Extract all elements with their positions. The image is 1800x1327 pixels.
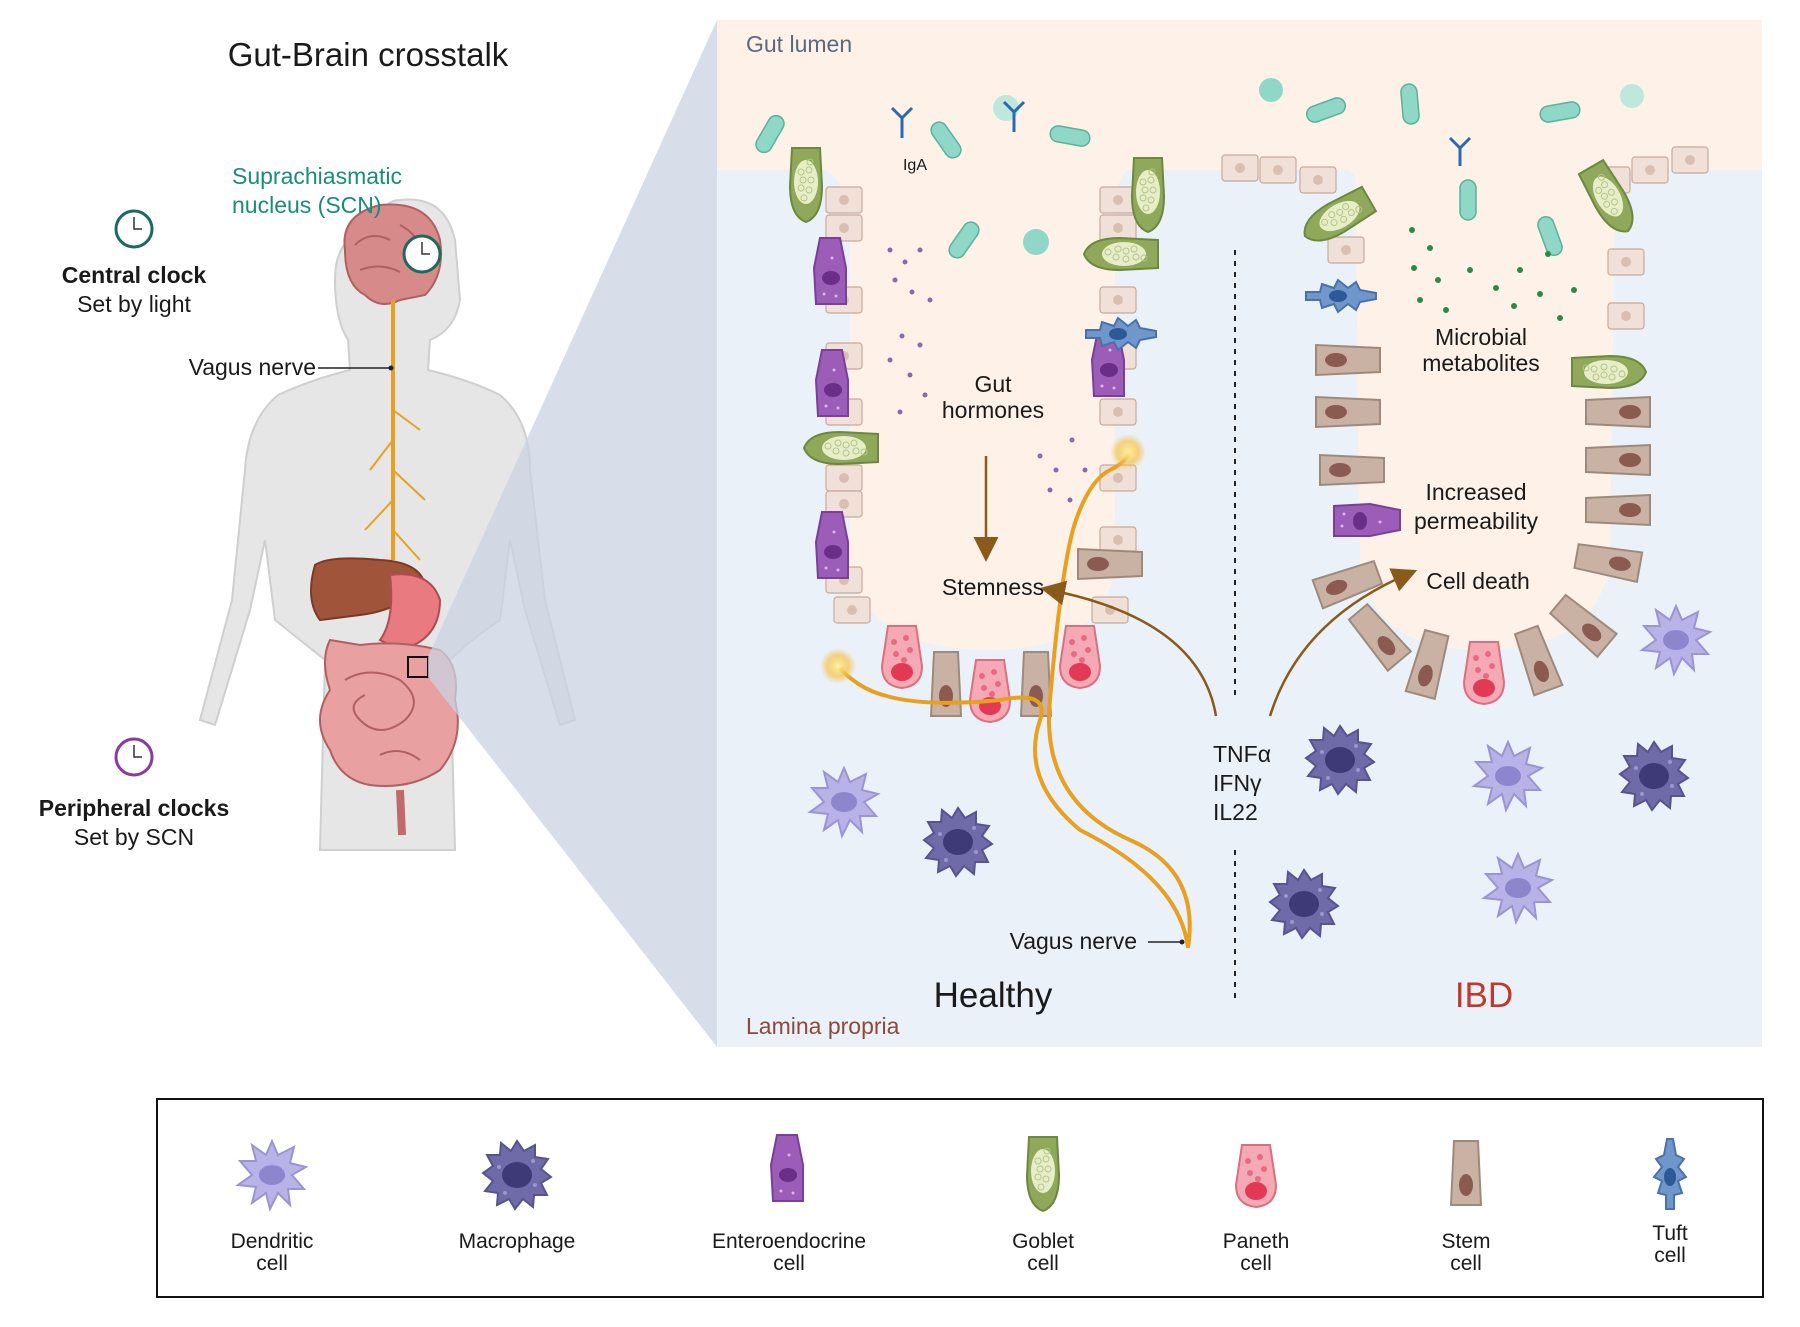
cytokine-il22: IL22 (1213, 799, 1258, 825)
healthy-label: Healthy (934, 976, 1053, 1015)
ibd-label: IBD (1455, 976, 1513, 1015)
increased-permeability-line2: permeability (1414, 508, 1538, 534)
gut-hormones-line1: Gut (974, 371, 1012, 397)
microbial-metabolites-line2: metabolites (1422, 350, 1540, 376)
stem-cell-icon (1450, 1140, 1482, 1206)
legend-label-line2: cell (1450, 1252, 1482, 1275)
scn-label-line2: nucleus (SCN) (232, 192, 382, 218)
legend-label-line1: Dendritic (231, 1230, 314, 1253)
goblet-cell-icon (1026, 1136, 1060, 1212)
legend-label-line2: cell (256, 1252, 288, 1275)
body-vagus-label: Vagus nerve (189, 354, 316, 380)
healthy-crypt-lumen (780, 20, 1160, 650)
iga-antibody-icon (890, 100, 1472, 166)
cytokine-ifng: IFNγ (1213, 770, 1262, 796)
legend-item: Macrophage (459, 1140, 576, 1253)
gut-hormones-line2: hormones (942, 397, 1044, 423)
legend-label-line2: cell (1654, 1244, 1686, 1267)
zoom-cone (428, 20, 717, 1047)
legend-label-line1: Enteroendocrine (712, 1230, 866, 1253)
legend-label-line1: Goblet (1012, 1230, 1074, 1253)
gut-vagus-label: Vagus nerve (1010, 928, 1137, 954)
legend-box (156, 1098, 1764, 1298)
scn-label-line1: Suprachiasmatic (232, 163, 402, 189)
gut-hormone-particles (887, 247, 1088, 503)
peripheral-clock-subtitle: Set by SCN (74, 824, 194, 850)
central-clock-icon (114, 209, 154, 249)
cytokines-to-cell-death-arrow (1268, 568, 1418, 717)
microbial-metabolite-particles (1409, 227, 1577, 321)
human-body-illustration (198, 198, 577, 851)
paneth-cell-icon (1235, 1144, 1277, 1208)
legend-label-line1: Macrophage (459, 1230, 576, 1253)
gut-lumen-label: Gut lumen (746, 31, 852, 57)
increased-permeability-line1: Increased (1425, 479, 1526, 505)
peripheral-clock-icon (114, 737, 154, 777)
legend-label-line2: cell (1240, 1252, 1272, 1275)
microbial-metabolites-line1: Microbial (1435, 324, 1527, 350)
lamina-propria-label: Lamina propria (746, 1013, 900, 1039)
gut-panel: Gut lumen Lamina propria (717, 20, 1762, 1047)
enteroendocrine-cell-icon (770, 1134, 804, 1202)
cytokine-tnfa: TNFα (1213, 741, 1271, 767)
gut-vagus-nerve-fibers (838, 449, 1192, 949)
cytokines-to-stemness-arrow (1040, 580, 1218, 717)
legend-label-line2: cell (773, 1252, 805, 1275)
legend-label-line1: Paneth (1223, 1230, 1290, 1253)
stemness-label: Stemness (942, 574, 1044, 600)
legend-label-line2: cell (1027, 1252, 1059, 1275)
iga-label: IgA (903, 157, 927, 174)
central-clock-subtitle: Set by light (77, 291, 191, 317)
body-panel: Gut-Brain crosstalk Suprachi (39, 36, 577, 851)
legend-label-line1: Tuft (1652, 1222, 1688, 1245)
cell-death-label: Cell death (1426, 568, 1530, 594)
scn-clock-icon (402, 234, 442, 274)
page-title: Gut-Brain crosstalk (228, 36, 509, 73)
peripheral-clock-title: Peripheral clocks (39, 795, 230, 821)
central-clock-title: Central clock (62, 262, 207, 288)
legend-label-line1: Stem (1441, 1230, 1490, 1253)
